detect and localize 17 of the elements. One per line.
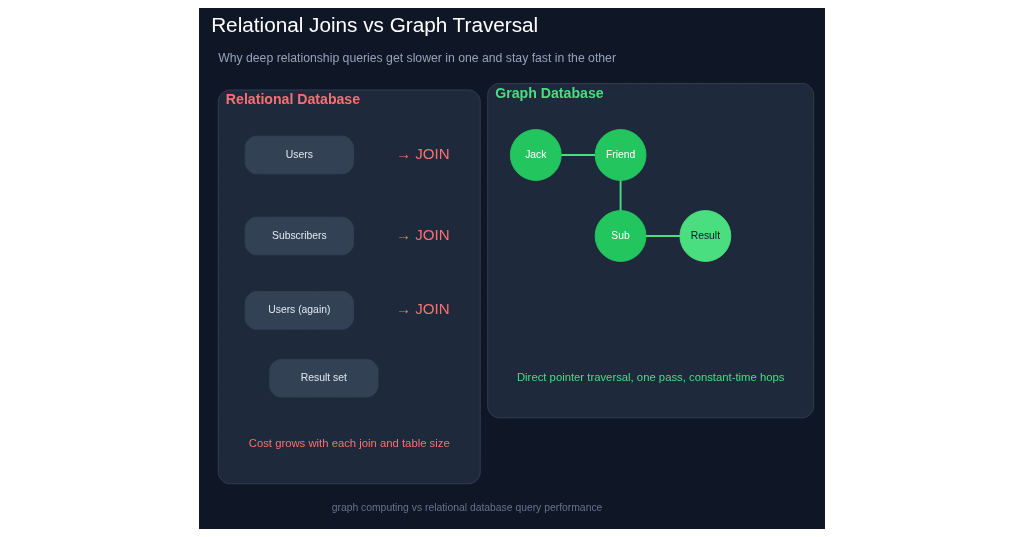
label: Why deep relationship queries get slower in one and stay fast in the other: [218, 51, 617, 66]
node-label: → JOIN: [395, 300, 450, 317]
connector: [645, 235, 681, 237]
node-box: Subscribers: [244, 216, 354, 256]
connector: [619, 179, 622, 212]
node-box: Users: [244, 135, 354, 175]
node-circle: Jack: [509, 129, 562, 181]
node-circle: Friend: [594, 129, 647, 181]
diagram-title: Relational Joins vs Graph Traversal: [211, 13, 539, 37]
node-circle: Result: [679, 210, 732, 262]
node-box: Users (again): [244, 291, 354, 330]
node-box: Result set: [269, 358, 379, 398]
caption: graph computing vs relational database query performance: [331, 501, 603, 513]
node-label: → JOIN: [395, 225, 450, 243]
node-circle: Sub: [594, 210, 647, 262]
node-label: → JOIN: [395, 144, 450, 162]
connector: [560, 154, 597, 156]
